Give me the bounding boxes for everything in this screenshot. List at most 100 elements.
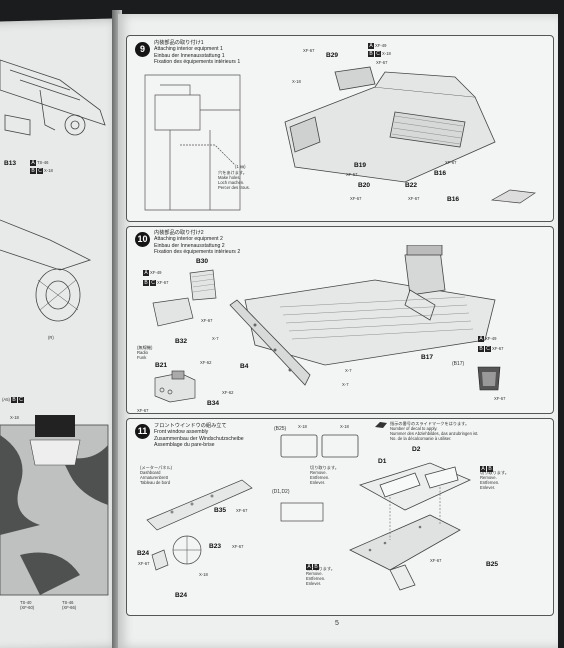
s9-xf67-1: XF-67 <box>303 48 315 53</box>
b17-detail <box>470 362 510 397</box>
remove3-fr: Enlever. <box>306 581 322 586</box>
step9-title-de: Einbau der Innenausstattung 1 <box>154 52 225 59</box>
b21-label: B21 <box>155 362 168 369</box>
b17-label: B17 <box>421 354 434 361</box>
b17-bin-illustration <box>477 366 501 391</box>
s9-xf67-2: XF-67 <box>376 60 388 65</box>
step11-title-en: Front window assembly <box>154 429 209 436</box>
s10-x7: X-7 <box>212 336 219 341</box>
left-camo-panel <box>0 395 110 630</box>
b19-label: B19 <box>354 162 367 169</box>
wheel-illustration <box>0 219 92 322</box>
glass-drawing <box>278 500 328 525</box>
chip-b-s11b: B <box>313 563 319 570</box>
step10-title: 内装部品の取り付け2 Attaching interior equipment … <box>154 230 240 256</box>
dashboard-label: (メーターパネル) Dashboard Armaturenbrett Table… <box>140 465 172 485</box>
b23-label: B23 <box>209 543 222 550</box>
radio-en: Radio <box>137 350 148 355</box>
hull-floor-illustration <box>229 245 496 386</box>
step11-title-jp: フロントウインドウの組み立て <box>154 423 227 429</box>
step9-title-fr: Fixation des équipements intérieurs 1 <box>154 59 241 66</box>
remove-note-2: 切り取ります。 Remove. Entfernen. Enlever. <box>480 470 509 490</box>
dash-de: Armaturenbrett <box>140 475 168 480</box>
hole-note-jp: 穴をあけます。 <box>218 170 247 175</box>
s9-x18b: X-18 <box>292 79 301 84</box>
s11-xf67a: XF-67 <box>236 508 248 513</box>
hole-size: (1 ㎜) <box>235 164 246 169</box>
b25-label: B25 <box>486 561 499 568</box>
windshield-assembly-drawing <box>330 455 490 595</box>
s11-xf67b: XF-67 <box>232 544 244 549</box>
remove3-de: Entfernen. <box>306 576 326 581</box>
b32-label: B32 <box>175 338 188 345</box>
chip-a-s11b: A <box>306 563 312 570</box>
step11-number: 11 <box>135 424 150 439</box>
s9-xf67-3: XF-67 <box>346 172 358 177</box>
chip-b-s10: B <box>143 280 149 286</box>
step9-title-en: Attaching interior equipment 1 <box>154 46 223 53</box>
remove2-de: Entfernen. <box>480 480 500 485</box>
windshield-assembly-illustration <box>349 462 471 591</box>
s10-xf62b: XF-62 <box>222 390 234 395</box>
slide-mark-icon <box>375 422 387 428</box>
s11-x18b: X-18 <box>340 424 349 429</box>
chassis-illustration <box>0 59 106 136</box>
hole-note-fr: Percer des trous. <box>218 185 250 190</box>
step9-title: 内装部品の取り付け1 Attaching interior equipment … <box>154 40 240 66</box>
s11-x18a: X-18 <box>298 424 307 429</box>
step10-number: 10 <box>135 232 150 247</box>
radio-jp: (無線機) <box>137 345 153 350</box>
a5-text: (A5) <box>2 397 10 403</box>
decal-fr: No. de la décalcomanie à utiliser. <box>390 436 452 441</box>
dash-en: Dashboard <box>140 470 161 475</box>
glass-pane-illustration <box>280 502 324 522</box>
chip-b-s10b: B <box>478 346 484 352</box>
step10-title-jp: 内装部品の取り付け2 <box>154 230 204 236</box>
hole-note-de: Loch machen. <box>218 180 245 185</box>
paint-ts46: TS-46 <box>37 160 49 166</box>
chip-c-s10: C <box>150 280 156 286</box>
radio-label: (無線機) Radio Funk <box>137 345 152 360</box>
b16b-label: B16 <box>447 196 460 203</box>
remove-note-3: 切り取ります。 Remove. Entfernen. Enlever. <box>306 566 335 586</box>
seat-drawing <box>148 268 223 338</box>
step10-title-fr: Fixation des équipements intérieurs 2 <box>154 249 241 256</box>
s10-xf62: XF-62 <box>200 360 212 365</box>
s11-x18c: X-18 <box>199 572 208 577</box>
b22-label: B22 <box>405 182 418 189</box>
decal-jp: 指示の番号のスライドマークをはります。 <box>390 421 470 426</box>
step11-title-de: Zusammenbau der Windschutzscheibe <box>154 435 244 442</box>
hole-note-en: Make holes. <box>218 175 241 180</box>
s10-xf67c: XF-67 <box>137 408 149 413</box>
radio-de: Funk <box>137 355 147 360</box>
b29-label: B29 <box>326 52 339 59</box>
step9-number: 9 <box>135 42 150 57</box>
remove2-en: Remove. <box>480 475 497 480</box>
ts40-label: TS-40(XF-60) <box>20 600 34 610</box>
b13-part-label: B13 <box>4 160 17 167</box>
b25p-label: (B25) <box>274 426 287 432</box>
chip-c2: C <box>18 397 25 403</box>
remove1-en: Remove. <box>310 470 327 475</box>
step9-floor-drawing <box>140 70 250 215</box>
b34-label: B34 <box>207 400 220 407</box>
b4-label: B4 <box>240 363 249 370</box>
b35-label: B35 <box>214 507 227 514</box>
floor-plan-illustration <box>144 74 241 211</box>
b20-label: B20 <box>358 182 371 189</box>
remove1-jp: 切り取ります。 <box>310 465 339 470</box>
r-label: (R) <box>48 335 54 340</box>
chip-b-s9: B <box>368 51 374 57</box>
seat-illustration <box>152 269 217 327</box>
chip-c: C <box>37 168 43 174</box>
left-wheel-drawing <box>0 200 110 350</box>
book-gutter <box>112 10 122 648</box>
chip-c-s10b: C <box>485 346 491 352</box>
